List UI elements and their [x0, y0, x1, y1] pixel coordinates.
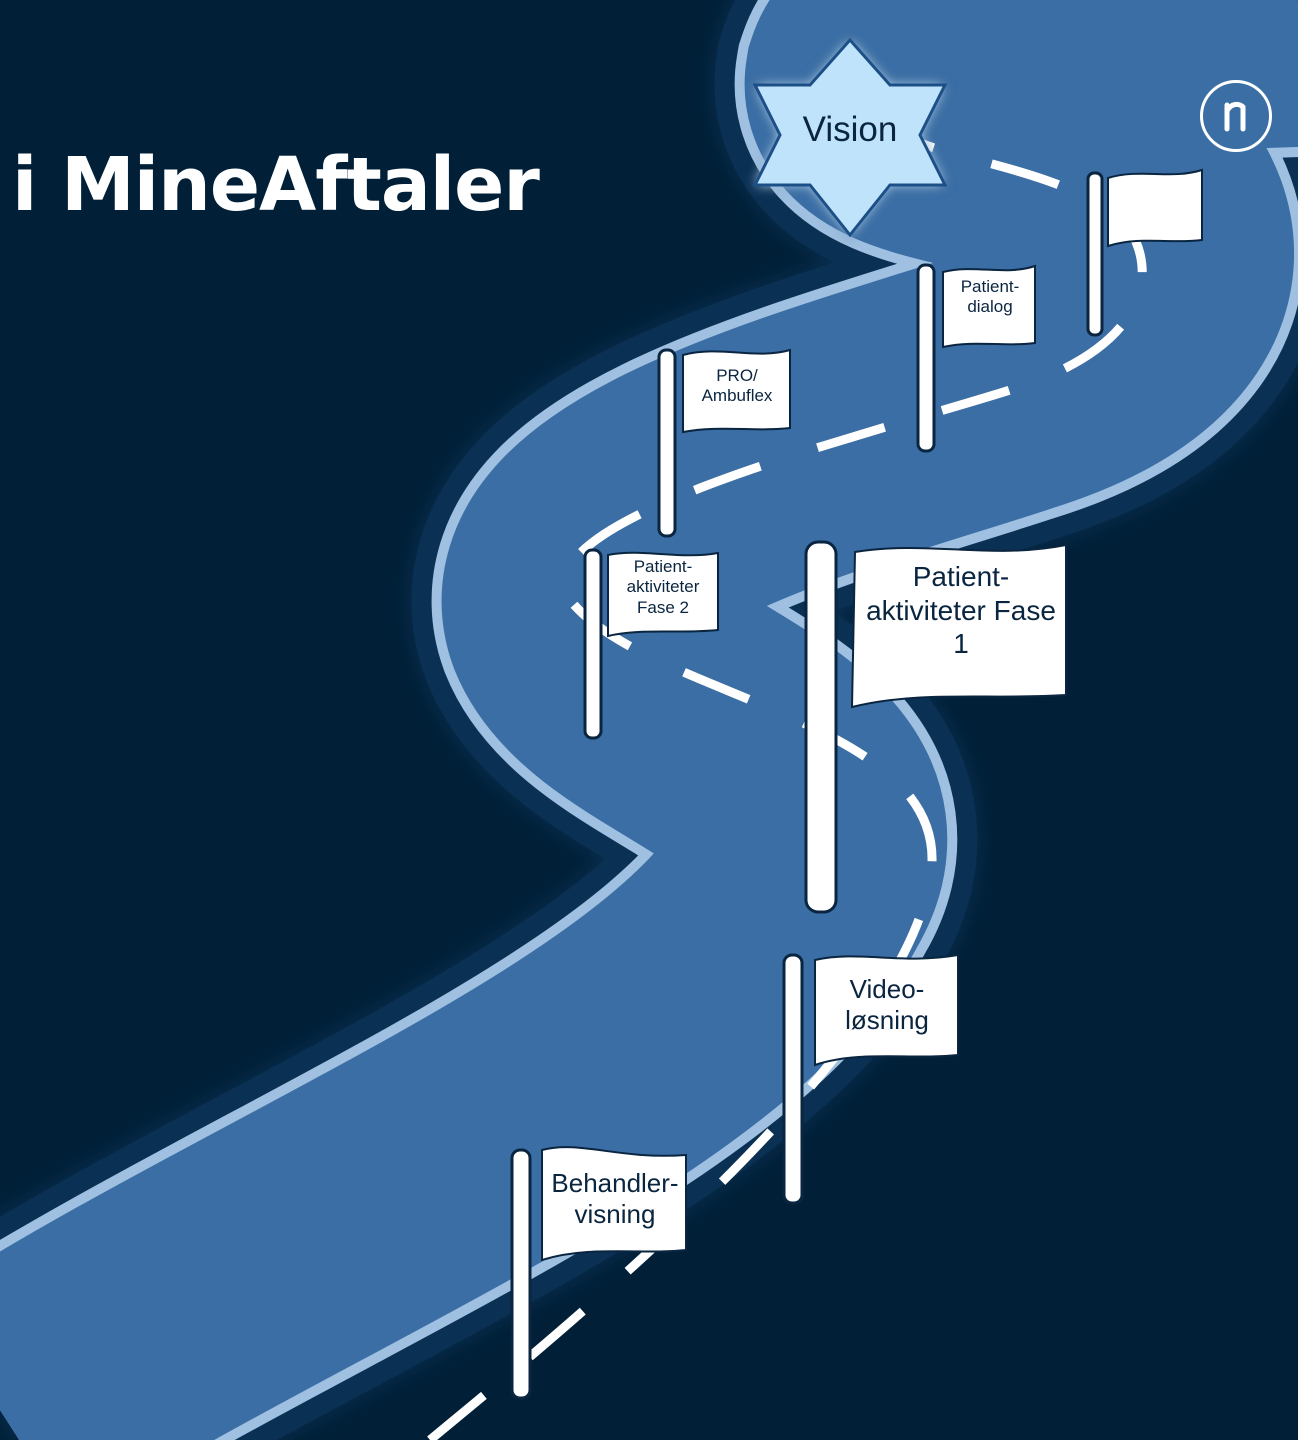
flag-behandlervisning: Behandler- visning	[546, 1168, 684, 1230]
flag-line: løsning	[845, 1005, 929, 1036]
flag-line: 1	[953, 628, 969, 660]
flag-line: visning	[574, 1199, 656, 1230]
vision-label: Vision	[802, 110, 898, 149]
flag-patientaktiviteter-fase-1: Patient- aktiviteter Fase 1	[857, 560, 1065, 661]
flag-line: Behandler-	[551, 1168, 679, 1198]
page-title: i MineAftaler	[12, 142, 540, 228]
flag-videolosning: Video- løsning	[818, 974, 956, 1036]
flag-line: dialog	[967, 297, 1013, 317]
logo-glyph-icon	[1224, 101, 1246, 132]
flag-poles	[510, 171, 1104, 1400]
flag-line: Ambuflex	[701, 386, 773, 406]
brand-logo-icon	[1200, 80, 1272, 152]
flag-line: Patient-	[633, 557, 693, 576]
flag-line: Fase 2	[637, 597, 689, 617]
flag-line: Patient-	[912, 561, 1010, 592]
flag-line: aktiviteter Fase	[866, 594, 1056, 626]
flag-line: Video-	[849, 974, 925, 1004]
flag-line: Patient-	[960, 277, 1020, 296]
flag-patientaktiviteter-fase-2: Patient- aktiviteter Fase 2	[608, 557, 718, 618]
flag-patientdialog: Patient- dialog	[946, 277, 1034, 318]
flag-banners	[541, 168, 1203, 1262]
flag-line: aktiviteter	[626, 577, 700, 597]
flag-line: PRO/	[716, 366, 758, 385]
vision-star-icon	[752, 37, 948, 238]
flag-pro-ambuflex: PRO/ Ambuflex	[686, 366, 788, 407]
